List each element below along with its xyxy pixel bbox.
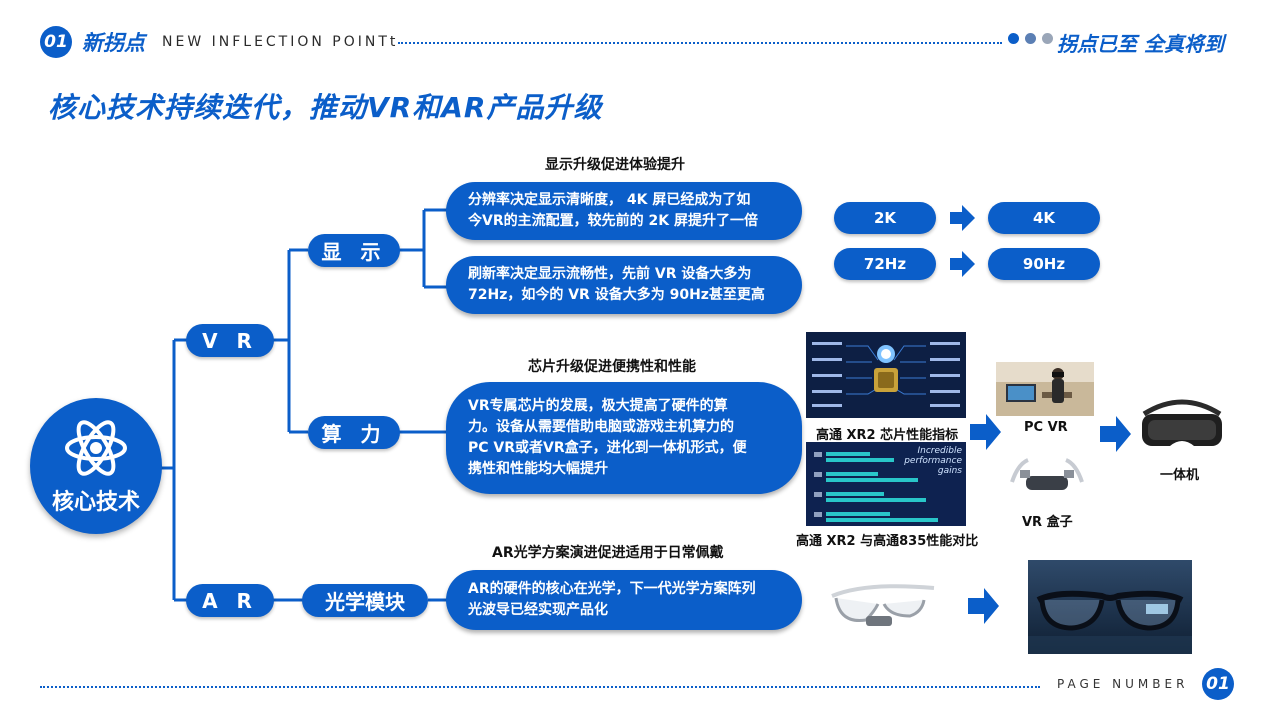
chip-desc-line: VR专属芯片的发展，极大提高了硬件的算 [468, 398, 728, 414]
all-in-one-headset-image [1142, 399, 1222, 446]
page-number-label: PAGE NUMBER [1057, 677, 1189, 691]
ar-waveguide-glasses-image [1028, 560, 1192, 654]
hz-to-badge: 90Hz [988, 248, 1100, 280]
vr-box-caption: VR 盒子 [1022, 515, 1073, 530]
optics-node: 光学模块 [302, 584, 428, 617]
vr-box-image [998, 440, 1096, 504]
header-slogan: 拐点已至 全真将到 [1057, 32, 1224, 56]
ar-glasses-image [826, 576, 942, 634]
ar-desc-line: 光波导已经实现产品化 [468, 602, 608, 618]
resolution-desc: 分辨率决定显示清晰度， 4K 屏已经成为了如 今VR的主流配置，较先前的 2K … [446, 182, 802, 240]
header-dotted-line [398, 42, 1002, 44]
xr2-vs-835-caption: 高通 XR2 与高通835性能对比 [796, 534, 979, 549]
chip-desc: VR专属芯片的发展，极大提高了硬件的算 力。设备从需要借助电脑或游戏主机算力的 … [446, 382, 802, 494]
xr2-vs-835-image-text: Incredible performance gains [900, 446, 962, 476]
resolution-desc-line: 分辨率决定显示清晰度， 4K 屏已经成为了如 [468, 192, 751, 208]
res-to-badge: 4K [988, 202, 1100, 234]
page-number-badge: 01 [1202, 668, 1234, 700]
refresh-desc: 刷新率决定显示流畅性，先前 VR 设备大多为 72Hz，如今的 VR 设备大多为… [446, 256, 802, 314]
resolution-desc-line: 今VR的主流配置，较先前的 2K 屏提升了一倍 [468, 213, 758, 229]
display-node: 显 示 [308, 234, 400, 267]
pc-vr-caption: PC VR [1024, 420, 1068, 435]
hz-from-badge: 72Hz [834, 248, 936, 280]
xr2-vs-835-image [806, 442, 966, 526]
display-section-title: 显示升级促进体验提升 [545, 157, 685, 173]
all-in-one-caption: 一体机 [1160, 468, 1200, 483]
ar-desc-line: AR的硬件的核心在光学，下一代光学方案阵列 [468, 581, 756, 597]
res-from-badge: 2K [834, 202, 936, 234]
compute-node: 算 力 [308, 416, 400, 449]
image-text-line: Incredible [917, 446, 962, 456]
vr-node: V R [186, 324, 274, 357]
arrow-right-icon [970, 414, 1001, 450]
xr2-spec-caption: 高通 XR2 芯片性能指标 [816, 428, 959, 443]
arrow-right-icon [968, 588, 999, 624]
refresh-desc-line: 刷新率决定显示流畅性，先前 VR 设备大多为 [468, 266, 752, 282]
ar-desc: AR的硬件的核心在光学，下一代光学方案阵列 光波导已经实现产品化 [446, 570, 802, 630]
arrow-right-icon [950, 205, 975, 231]
image-text-line: performance [904, 456, 962, 466]
footer-dotted-line [40, 686, 1040, 688]
chip-desc-line: PC VR或者VR盒子，进化到一体机形式，便 [468, 440, 747, 456]
core-tech-node: 核心技术 [30, 398, 162, 534]
chip-section-title: 芯片升级促进便携性和性能 [528, 359, 696, 375]
refresh-desc-line: 72Hz，如今的 VR 设备大多为 90Hz甚至更高 [468, 287, 765, 303]
xr2-spec-image [806, 332, 966, 418]
section-number-badge: 01 [40, 26, 72, 58]
arrow-right-icon [950, 251, 975, 277]
chip-desc-line: 力。设备从需要借助电脑或游戏主机算力的 [468, 419, 734, 435]
page-title: 核心技术持续迭代，推动VR和AR产品升级 [48, 91, 603, 124]
core-tech-label: 核心技术 [51, 490, 140, 515]
arrow-right-icon [1100, 416, 1131, 452]
ar-section-title: AR光学方案演进促进适用于日常佩戴 [492, 545, 724, 561]
header-dots [1008, 33, 1053, 44]
section-subtitle: NEW INFLECTION POINTt [162, 34, 399, 50]
atom-icon [65, 420, 127, 476]
section-title: 新拐点 [82, 31, 145, 55]
pc-vr-image [996, 362, 1094, 416]
image-text-line: gains [937, 466, 962, 476]
chip-desc-line: 携性和性能均大幅提升 [468, 461, 608, 477]
ar-node: A R [186, 584, 274, 617]
